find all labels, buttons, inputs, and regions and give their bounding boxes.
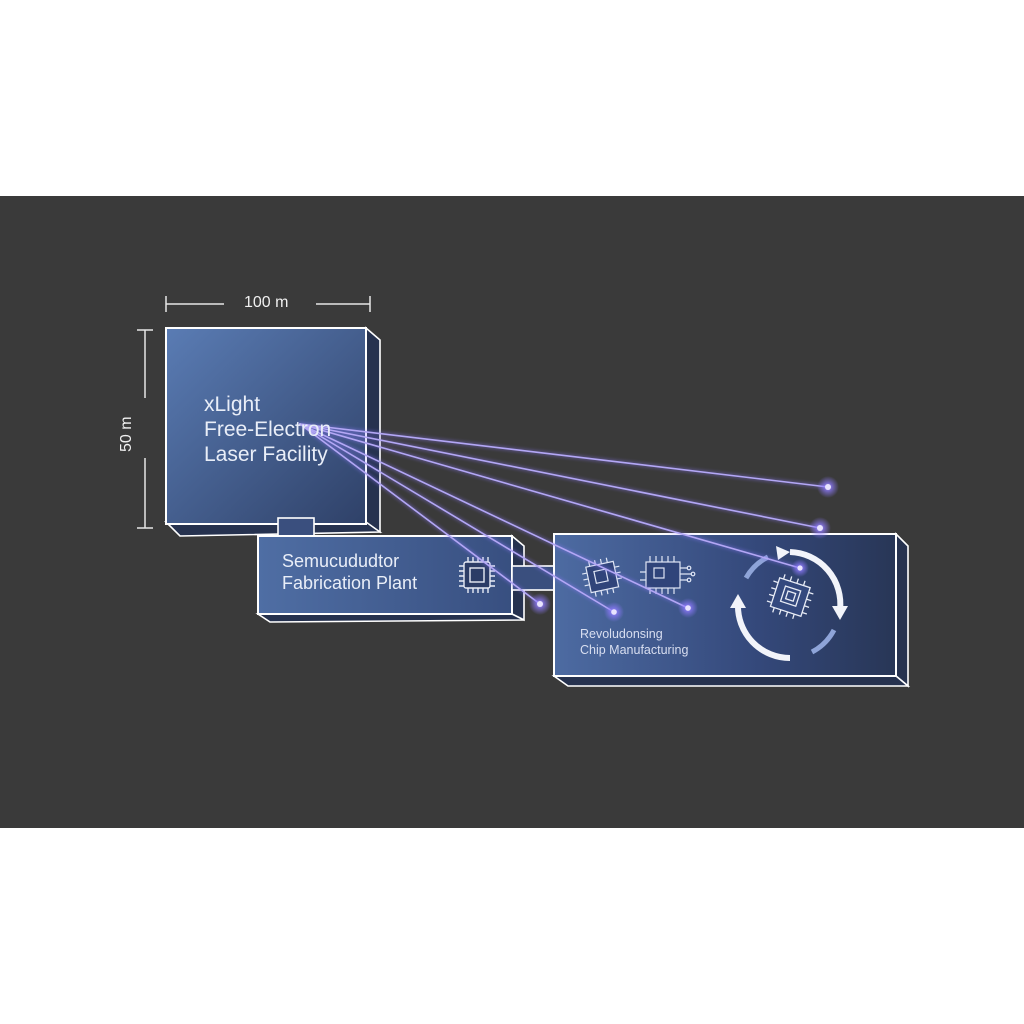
circuit-board-icon	[640, 556, 696, 594]
chip-manufacturing-caption: Revoludonsing Chip Manufacturing	[580, 626, 688, 658]
laser-beam	[299, 423, 541, 605]
facility-title-line3: Laser Facility	[204, 443, 328, 466]
laser-beam	[299, 423, 615, 613]
fab-title-line2: Fabrication Plant	[282, 573, 418, 593]
laser-beam	[299, 423, 801, 569]
fab-plant-title: Semucududtor Fabrication Plant	[282, 550, 417, 594]
laser-beam	[299, 423, 829, 488]
chip-icon	[766, 574, 814, 620]
beam-endpoints	[529, 476, 839, 622]
facility-title-line2: Free-Electron	[204, 418, 332, 441]
width-dimension-marker	[165, 296, 371, 312]
laser-beam	[299, 423, 821, 529]
width-dimension-label: 100 m	[244, 294, 289, 311]
fab-title-line1: Semucududtor	[282, 551, 400, 571]
laser-beams	[298, 422, 830, 614]
height-dimension-marker	[137, 329, 153, 529]
height-dimension-label: 50 m	[118, 416, 135, 452]
refresh-cycle-icon	[730, 546, 848, 661]
caption-line1: Revoludonsing	[580, 627, 663, 641]
laser-beam	[299, 423, 689, 609]
chip-icon	[459, 557, 495, 593]
facility-title-line1: xLight	[204, 393, 261, 416]
facility-title: xLight Free-Electron Laser Facility	[204, 392, 331, 467]
caption-line2: Chip Manufacturing	[580, 643, 689, 657]
